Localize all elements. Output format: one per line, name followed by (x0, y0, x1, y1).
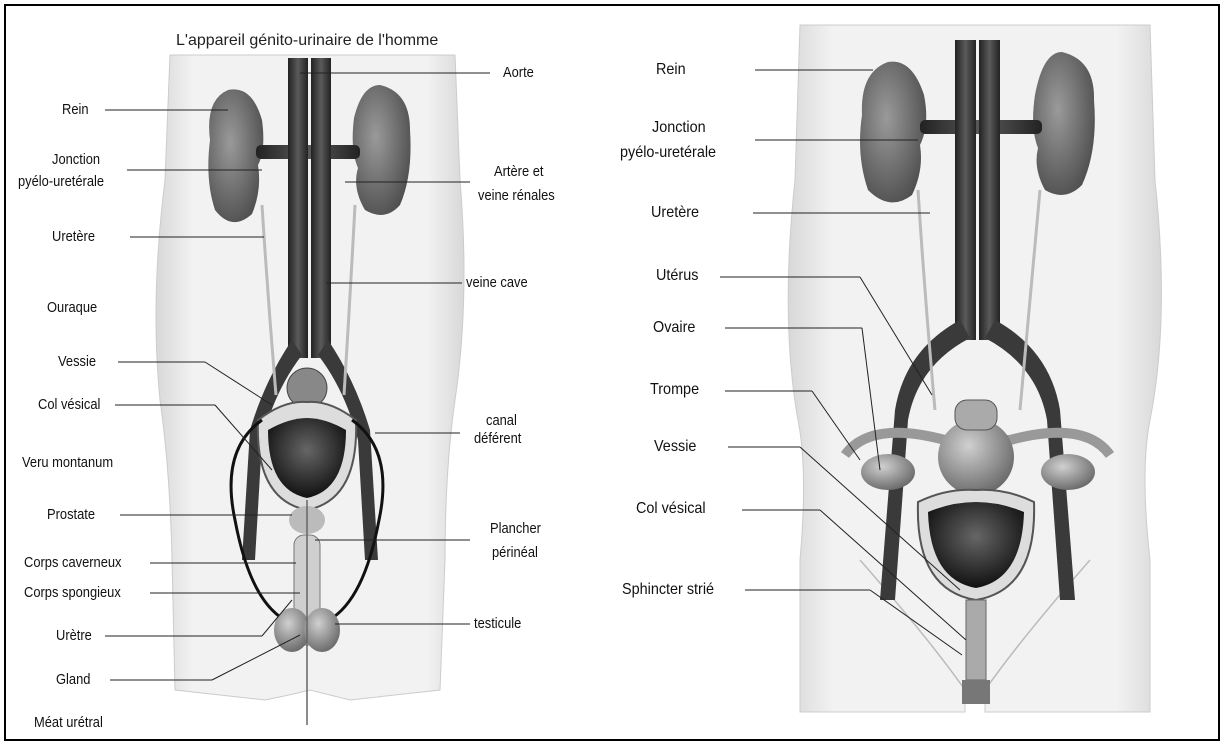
label-veru-montanum: Veru montanum (22, 453, 113, 473)
female-figure (788, 25, 1161, 712)
label-plancher-line2: périnéal (492, 543, 538, 563)
label-uretere: Uretère (52, 227, 95, 247)
label-f-col-vesical: Col vésical (636, 499, 706, 519)
label-meat-uretral: Méat urétral (34, 713, 103, 733)
label-corps-spongieux: Corps spongieux (24, 583, 121, 603)
diagram-title: L'appareil génito-urinaire de l'homme (176, 32, 438, 50)
label-jonction-line2: pyélo-uretérale (18, 172, 104, 192)
label-f-vessie: Vessie (654, 437, 696, 457)
label-ouraque: Ouraque (47, 298, 97, 318)
label-f-trompe: Trompe (650, 380, 699, 400)
label-plancher-line1: Plancher (490, 519, 541, 539)
label-aorte: Aorte (503, 63, 534, 83)
label-f-uterus: Utérus (656, 266, 698, 286)
label-prostate: Prostate (47, 505, 95, 525)
label-f-uretere: Uretère (651, 203, 699, 223)
label-canal-line2: déférent (474, 429, 521, 449)
label-f-rein: Rein (656, 60, 686, 80)
label-artere-line1: Artère et (494, 162, 543, 182)
label-canal-line1: canal (486, 411, 517, 431)
label-artere-line2: veine rénales (478, 186, 555, 206)
label-col-vesical: Col vésical (38, 395, 100, 415)
label-f-jonction-line2: pyélo-uretérale (620, 143, 716, 163)
label-rein: Rein (62, 100, 89, 120)
label-f-sphincter-strie: Sphincter strié (622, 580, 714, 600)
label-f-jonction-line1: Jonction (652, 118, 706, 138)
label-uretre: Urètre (56, 626, 92, 646)
label-jonction-line1: Jonction (52, 150, 100, 170)
label-gland: Gland (56, 670, 90, 690)
label-veine-cave: veine cave (466, 273, 528, 293)
label-f-ovaire: Ovaire (653, 318, 695, 338)
label-corps-caverneux: Corps caverneux (24, 553, 122, 573)
label-testicule: testicule (474, 614, 521, 634)
label-vessie: Vessie (58, 352, 96, 372)
